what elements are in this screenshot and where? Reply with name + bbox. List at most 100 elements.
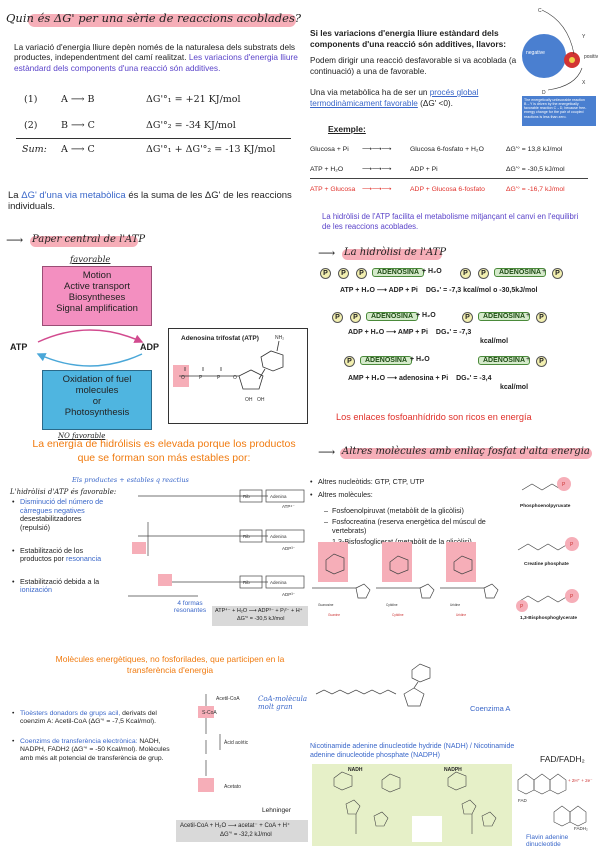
via-a: Una via metabòlica ha de ser un <box>310 88 428 97</box>
eq-text: ADP + H₂O ⟶ AMP + Pi <box>348 329 428 336</box>
pink-line: Motion <box>82 270 112 281</box>
svg-text:ADP³⁻: ADP³⁻ <box>282 546 296 551</box>
title-highlight <box>28 14 296 27</box>
hydrolysis-eq-1: ATP + H₂O ⟶ ADP + Pi DG₀' = -7,3 kcal/mo… <box>340 286 537 294</box>
svg-text:Rib: Rib <box>243 534 250 539</box>
sub-item: 1,3-Bisfosfoglicerat (metabòlit de la gl… <box>324 537 510 546</box>
plus-sign: + <box>526 356 531 363</box>
svg-text:NH₂: NH₂ <box>275 335 284 341</box>
svg-text:X: X <box>582 80 586 86</box>
svg-text:Adenina: Adenina <box>270 580 287 585</box>
atp-equation: ATP⁴⁻ + H₂O ⟶ ADP³⁻ + Pᵢ²⁻ + H⁺ <box>215 608 303 614</box>
bullet-black: Estabilització debida a la <box>20 576 100 586</box>
via-c: (ΔG' <0). <box>420 98 453 108</box>
plus-sign: + <box>542 268 547 275</box>
blue-line: molecules <box>75 384 119 396</box>
arrow-icon: ⟶ <box>318 246 336 260</box>
bullet-thioesters: Tioèsters donadors de grups acil, deriva… <box>12 710 177 726</box>
row-reaction: A ⟶ C <box>61 144 95 155</box>
svg-text:Rib: Rib <box>243 580 250 585</box>
atp-structure-title: Adenosina trifosfat (ATP) <box>181 335 259 342</box>
svg-text:Rib: Rib <box>243 494 250 499</box>
arrow-icon: ⟶ <box>318 445 336 459</box>
gear-figure-legend: The energetically unfavorable reaction B… <box>522 96 596 126</box>
svg-text:OH: OH <box>245 397 253 403</box>
pink-line: Biosyntheses <box>68 291 126 303</box>
svg-text:positive: positive <box>584 54 598 60</box>
example-arrow: ⟶⟶⟶ <box>362 146 392 153</box>
eq-text: ATP + H₂O ⟶ ADP + Pi <box>340 287 418 294</box>
hydrolysis-reaction-1: P P P ADENOSINA + H₂O P P ADENOSINA + P <box>320 268 599 282</box>
blue-line: or <box>92 395 102 407</box>
thio-black: derivats del coenzim A: Acetil-CoA (ΔG'°… <box>20 710 157 726</box>
adenosine-pill: ADENOSINA <box>360 356 413 365</box>
svg-text:Y: Y <box>582 34 586 40</box>
svg-text:Àcid acètic: Àcid acètic <box>224 739 249 746</box>
bullet-black: Estabilització de los productos por <box>20 545 84 564</box>
phosphate-icon: P <box>462 312 473 323</box>
svg-text:O: O <box>233 375 237 381</box>
phosphate-icon: P <box>332 312 343 323</box>
atp-equation-box: ATP⁴⁻ + H₂O ⟶ ADP³⁻ + Pᵢ²⁻ + H⁺ ΔG'° = -… <box>212 606 308 626</box>
fad-structure: + 2H⁺ + 2e⁻ FAD FADH₂ <box>517 773 593 831</box>
additive-title: Si les variacions d'energia lliure estàn… <box>310 28 507 49</box>
nadh-title: Nicotinamide adenine dinucleotide hydrid… <box>310 743 515 760</box>
couple-text: Podem dirigir una reacció desfavorable s… <box>310 56 517 76</box>
eq-text: AMP + H₂O ⟶ adenosina + Pi <box>348 375 449 382</box>
pathway-blue: ΔG' d'una via metabòlica <box>21 190 126 201</box>
svg-text:D: D <box>542 90 546 96</box>
atp-facilita-text: La hidròlisi de l'ATP facilita el metabo… <box>322 212 579 232</box>
svg-text:Cytidine: Cytidine <box>386 603 398 607</box>
intro-black: La variació d'energia lliure depèn només… <box>14 42 296 63</box>
eq-dg: DG₀' = -3,4 <box>456 375 492 382</box>
row-reaction: A ⟶ B <box>61 94 95 105</box>
row-dg: ΔG'°₁ = +21 KJ/mol <box>146 94 241 105</box>
molecules-sublist: Fosfoenolpiruvat (metabòlit de la glicòl… <box>310 506 510 548</box>
example-dg: ΔG'° = 13,8 kJ/mol <box>506 146 563 153</box>
svg-text:P: P <box>570 542 574 548</box>
svg-text:ATP⁴⁻: ATP⁴⁻ <box>282 504 295 509</box>
row-dg: ΔG'°₁ + ΔG'°₂ = -13 KJ/mol <box>146 144 276 155</box>
atp-title-highlight <box>30 236 138 247</box>
atp-equation-dg: ΔG'° = -30,5 kJ/mol <box>237 615 285 622</box>
example-arrow: ⟶⟶⟶ <box>362 166 392 173</box>
row-number: (2) <box>24 120 38 131</box>
sub-item: Fosfoenolpiruvat (metabòlit de la glicòl… <box>324 506 510 515</box>
svg-text:ADP³⁻: ADP³⁻ <box>282 592 296 597</box>
example-left: Glucosa + Pi <box>310 146 349 153</box>
altres-list: Altres nucleòtids: GTP, CTP, UTP Altres … <box>310 477 510 501</box>
h2o-label: + H₂O <box>416 312 436 319</box>
nadh-structure <box>333 771 497 842</box>
coenz-black: NADH, NADPH, FADH2 (ΔG'° = -50 Kcal/mol)… <box>20 738 170 762</box>
hydro-title-highlight <box>342 249 442 260</box>
phosphate-icon: P <box>350 312 361 323</box>
bullet-coenzymes: Coenzims de transferència electrònica: N… <box>12 738 177 762</box>
mol-label-pep: Phosphoenolpyruvate <box>520 504 571 509</box>
blue-line: Photosynthesis <box>64 406 130 418</box>
nadh-panel: NADH NADPH <box>312 764 512 846</box>
pink-line: Signal amplification <box>56 302 138 314</box>
example-left: ATP + Glucosa <box>310 186 356 193</box>
svg-text:Guanine: Guanine <box>328 613 340 617</box>
molecules-label: Altres molècules: <box>318 489 373 499</box>
nonphos-title: Molècules energètiques, no fosforilades,… <box>55 654 285 676</box>
svg-text:O: O <box>181 375 185 381</box>
svg-text:Adenina: Adenina <box>270 494 287 499</box>
arrow-icon: ⟶ <box>6 233 24 247</box>
pathway-a: La <box>8 190 19 201</box>
svg-text:P: P <box>562 482 566 488</box>
section-title-hydrolysis: La hidròlisi de l'ATP <box>344 247 447 258</box>
intro-blue: Les variacions d'energia lliure estàndar… <box>14 52 298 73</box>
fad-name: Flavin adenine dinucleotide <box>526 834 569 848</box>
exemple-label: Exemple: <box>328 124 366 134</box>
phosphate-icon: P <box>356 268 367 279</box>
phosphate-icon: P <box>344 356 355 367</box>
svg-text:P: P <box>199 375 203 381</box>
phosphate-icon: P <box>536 312 547 323</box>
section-title-altres: Altres molècules amb enllaç fosfat d'alt… <box>342 446 590 457</box>
bullet-blue: Disminució del número de càrregues negat… <box>20 497 104 515</box>
svg-text:S-CoA: S-CoA <box>202 710 217 716</box>
